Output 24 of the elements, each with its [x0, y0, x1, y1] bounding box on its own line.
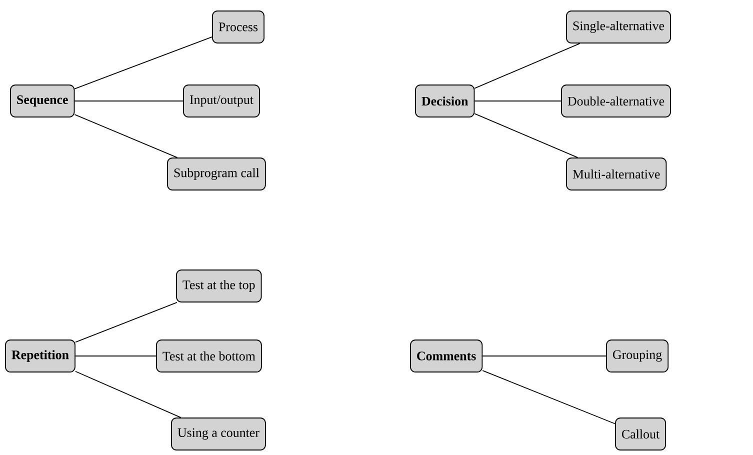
- connector-line: [75, 302, 178, 343]
- subtopic-box: Callout: [615, 418, 666, 450]
- connector-line: [474, 43, 580, 89]
- topic-box: Comments: [410, 340, 483, 372]
- subtopic-box: Grouping: [606, 340, 669, 372]
- connector-line: [74, 36, 212, 90]
- topic-box: Repetition: [5, 340, 76, 372]
- topic-box: Decision: [415, 84, 475, 118]
- subtopic-box: Subprogram call: [167, 158, 266, 190]
- subtopic-box: Single-alternative: [566, 10, 671, 44]
- subtopic-box: Process: [212, 10, 264, 44]
- connector-line: [74, 100, 184, 102]
- connector-line: [75, 370, 182, 418]
- subtopic-box: Test at the top: [176, 270, 262, 302]
- connector-line: [474, 113, 578, 158]
- topic-box: Sequence: [10, 84, 75, 118]
- connector-line: [482, 370, 616, 424]
- subtopic-box: Using a counter: [171, 418, 266, 450]
- connector-line: [474, 100, 562, 102]
- connector-line: [74, 114, 178, 158]
- subtopic-box: Multi-alternative: [566, 158, 667, 190]
- subtopic-box: Input/output: [183, 84, 260, 118]
- subtopic-box: Double-alternative: [561, 84, 671, 118]
- subtopic-box: Test at the bottom: [156, 340, 262, 372]
